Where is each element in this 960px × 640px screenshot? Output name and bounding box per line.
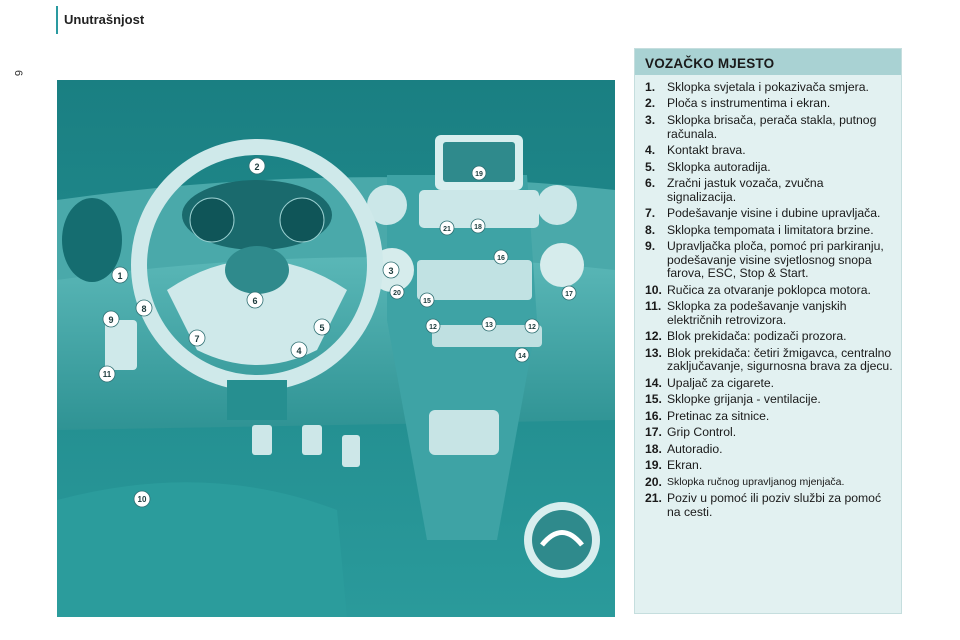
callout-3: 3 — [382, 261, 400, 279]
legend-item: 7.Podešavanje visine i dubine upravljača… — [645, 206, 881, 221]
section-bar — [56, 6, 58, 34]
legend-item: 14.Upaljač za cigarete. — [645, 375, 775, 390]
svg-text:6: 6 — [252, 296, 257, 306]
svg-text:5: 5 — [319, 323, 324, 333]
legend-item: 10.Ručica za otvaranje poklopca motora. — [645, 282, 871, 297]
svg-text:14: 14 — [518, 353, 526, 360]
pedal-clutch — [252, 425, 272, 455]
svg-text:8: 8 — [141, 304, 146, 314]
svg-text:19: 19 — [475, 171, 483, 178]
page-number: 6 — [12, 70, 24, 77]
center-screen-display — [443, 142, 515, 182]
callout-13: 13 — [481, 316, 497, 332]
legend-item: 1.Sklopka svjetala i pokazivača smjera. — [645, 80, 869, 94]
legend-item: 5.Sklopka autoradija. — [645, 159, 771, 174]
callout-4: 4 — [290, 341, 308, 359]
heating-knob-right — [540, 243, 584, 287]
legend-item: 9.Upravljačka ploča, pomoć pri parkiranj… — [645, 239, 884, 281]
left-switch-panel — [105, 320, 137, 370]
callout-18: 18 — [470, 218, 486, 234]
svg-text:9: 9 — [108, 315, 113, 325]
legend-item: 18.Autoradio. — [645, 441, 723, 456]
grip-control-icon-bg — [532, 510, 592, 570]
svg-text:16: 16 — [497, 255, 505, 262]
svg-text:1: 1 — [117, 271, 122, 281]
legend-item: 15.Sklopke grijanja - ventilacije. — [645, 392, 821, 407]
section-title: Unutrašnjost — [64, 12, 145, 27]
legend-panel: VOZAČKO MJESTO 1.Sklopka svjetala i poka… — [634, 48, 902, 614]
radio-unit — [419, 190, 539, 228]
legend-item: 3.Sklopka brisača, perača stakla, putnog… — [645, 112, 877, 141]
svg-text:7: 7 — [194, 334, 199, 344]
svg-text:10: 10 — [138, 495, 147, 504]
svg-text:21: 21 — [443, 226, 451, 233]
legend-list: 1.Sklopka svjetala i pokazivača smjera. … — [635, 75, 901, 519]
legend-item: 20.Sklopka ručnog upravljanog mjenjača. — [645, 474, 845, 489]
callout-8: 8 — [135, 299, 153, 317]
callout-10: 10 — [133, 490, 151, 508]
callout-12-left: 12 — [425, 318, 441, 334]
callout-16: 16 — [493, 249, 509, 265]
left-air-vent — [62, 198, 122, 282]
callout-17: 17 — [561, 285, 577, 301]
svg-text:4: 4 — [296, 346, 301, 356]
svg-text:2: 2 — [254, 162, 259, 172]
pedal-accelerator — [342, 435, 360, 467]
svg-text:3: 3 — [388, 266, 393, 276]
svg-text:12: 12 — [429, 324, 437, 331]
svg-text:13: 13 — [485, 322, 493, 329]
grip-control-icon — [540, 530, 584, 547]
callout-7: 7 — [188, 329, 206, 347]
legend-item: 13.Blok prekidača: četiri žmigavca, cent… — [645, 345, 893, 374]
callout-5: 5 — [313, 318, 331, 336]
callout-15: 15 — [419, 292, 435, 308]
legend-item: 4.Kontakt brava. — [645, 143, 746, 158]
steering-wheel-hub — [167, 260, 347, 365]
callout-2: 2 — [248, 157, 266, 175]
legend-item: 21.Poziv u pomoć ili poziv službi za pom… — [645, 491, 882, 519]
callout-12-right: 12 — [524, 318, 540, 334]
dashboard-illustration: 1 2 3 4 5 6 7 8 9 10 11 12 12 13 14 15 1… — [57, 80, 615, 617]
callout-21: 21 — [439, 220, 455, 236]
dashboard-drawing: 1 2 3 4 5 6 7 8 9 10 11 12 12 13 14 15 1… — [57, 80, 615, 617]
climate-control-panel — [417, 260, 532, 300]
callout-14: 14 — [514, 347, 530, 363]
airbag-cover — [225, 246, 289, 294]
callout-11: 11 — [98, 365, 116, 383]
callout-1: 1 — [111, 266, 129, 284]
speedometer — [189, 197, 235, 243]
legend-item: 8.Sklopka tempomata i limitatora brzine. — [645, 222, 874, 237]
legend-item: 2.Ploča s instrumentima i ekran. — [645, 96, 831, 111]
storage-bin — [429, 410, 499, 455]
callout-19: 19 — [471, 165, 487, 181]
svg-text:12: 12 — [528, 324, 536, 331]
callout-9: 9 — [102, 310, 120, 328]
center-right-vent — [537, 185, 577, 225]
callout-20: 20 — [389, 284, 405, 300]
legend-item: 17.Grip Control. — [645, 425, 737, 440]
pedal-brake — [302, 425, 322, 455]
svg-text:18: 18 — [474, 224, 482, 231]
svg-text:11: 11 — [103, 370, 112, 379]
legend-item: 12.Blok prekidača: podizači prozora. — [645, 329, 847, 344]
center-left-vent — [367, 185, 407, 225]
svg-text:15: 15 — [423, 298, 431, 305]
legend-item: 6.Zračni jastuk vozača, zvučna signaliza… — [645, 176, 824, 204]
svg-text:20: 20 — [393, 290, 401, 297]
tachometer — [279, 197, 325, 243]
legend-item: 19.Ekran. — [645, 458, 703, 473]
driver-seat-area — [57, 482, 347, 617]
legend-item: 11.Sklopka za podešavanje vanjskih elekt… — [645, 299, 847, 327]
steering-column — [227, 380, 287, 420]
legend-title: VOZAČKO MJESTO — [635, 49, 901, 75]
callout-6: 6 — [246, 291, 264, 309]
legend-item: 16.Pretinac za sitnice. — [645, 408, 770, 423]
switch-block — [432, 325, 542, 347]
svg-text:17: 17 — [565, 291, 573, 298]
